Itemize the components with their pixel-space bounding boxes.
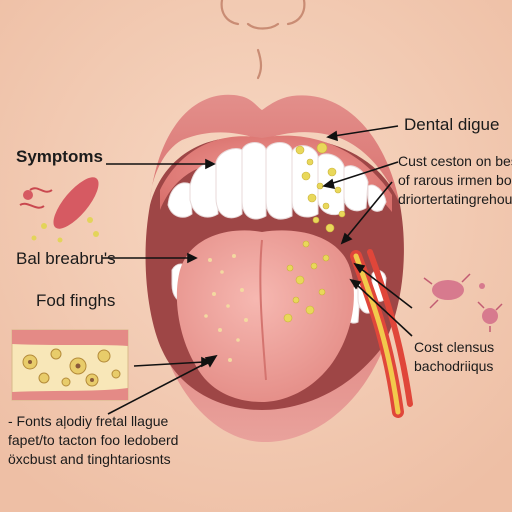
nose: [220, 0, 306, 80]
text-line: bachodriiqus: [414, 358, 494, 374]
label-bottom-left: - Fonts aļodiy fretal llague fapet/to ta…: [8, 412, 178, 469]
tongue-speckles: [204, 254, 248, 362]
bacteria-cluster-right: [423, 273, 503, 332]
upper-teeth: [167, 142, 387, 220]
label-bad-breath: Bal breabru's: [16, 249, 116, 268]
tongue-midline: [259, 239, 267, 381]
text-line: driortertatingrehous: [398, 191, 512, 207]
text-line: öxcbust and tinghtariosnts: [8, 451, 171, 467]
label-dental-plaque: Dental digue: [404, 115, 500, 134]
bacterium: [19, 187, 53, 209]
label-food-fights: Fod finghs: [36, 291, 116, 310]
bacteria-cluster-left: [19, 177, 99, 243]
bacterium: [53, 177, 99, 229]
bacterium: [31, 217, 99, 243]
label-right-bottom: Cost clensus bachodriiqus: [414, 338, 494, 376]
bacterium: [482, 308, 498, 324]
text-line: fapet/to tacton foo ledoberd: [8, 432, 179, 448]
bacterium: [423, 273, 503, 332]
bacterium: [23, 190, 33, 200]
plaque-dots: [283, 142, 346, 323]
callout-lines: [102, 125, 413, 415]
label-right-top: Cust ceston on besa's of rarous irmen bo…: [398, 152, 512, 209]
upper-gum: [160, 135, 392, 212]
bacterium: [479, 283, 485, 289]
text-line: - Fonts aļodiy fretal llague: [8, 413, 169, 429]
label-symptoms: Symptoms: [16, 147, 103, 166]
bacterium: [432, 280, 464, 300]
text-line: of rarous irmen bore: [398, 172, 512, 188]
text-line: Cost clensus: [414, 339, 495, 355]
upper-lip: [150, 94, 400, 205]
text-line: Cust ceston on besa's: [398, 153, 512, 169]
food-particles-inset: [11, 329, 129, 401]
